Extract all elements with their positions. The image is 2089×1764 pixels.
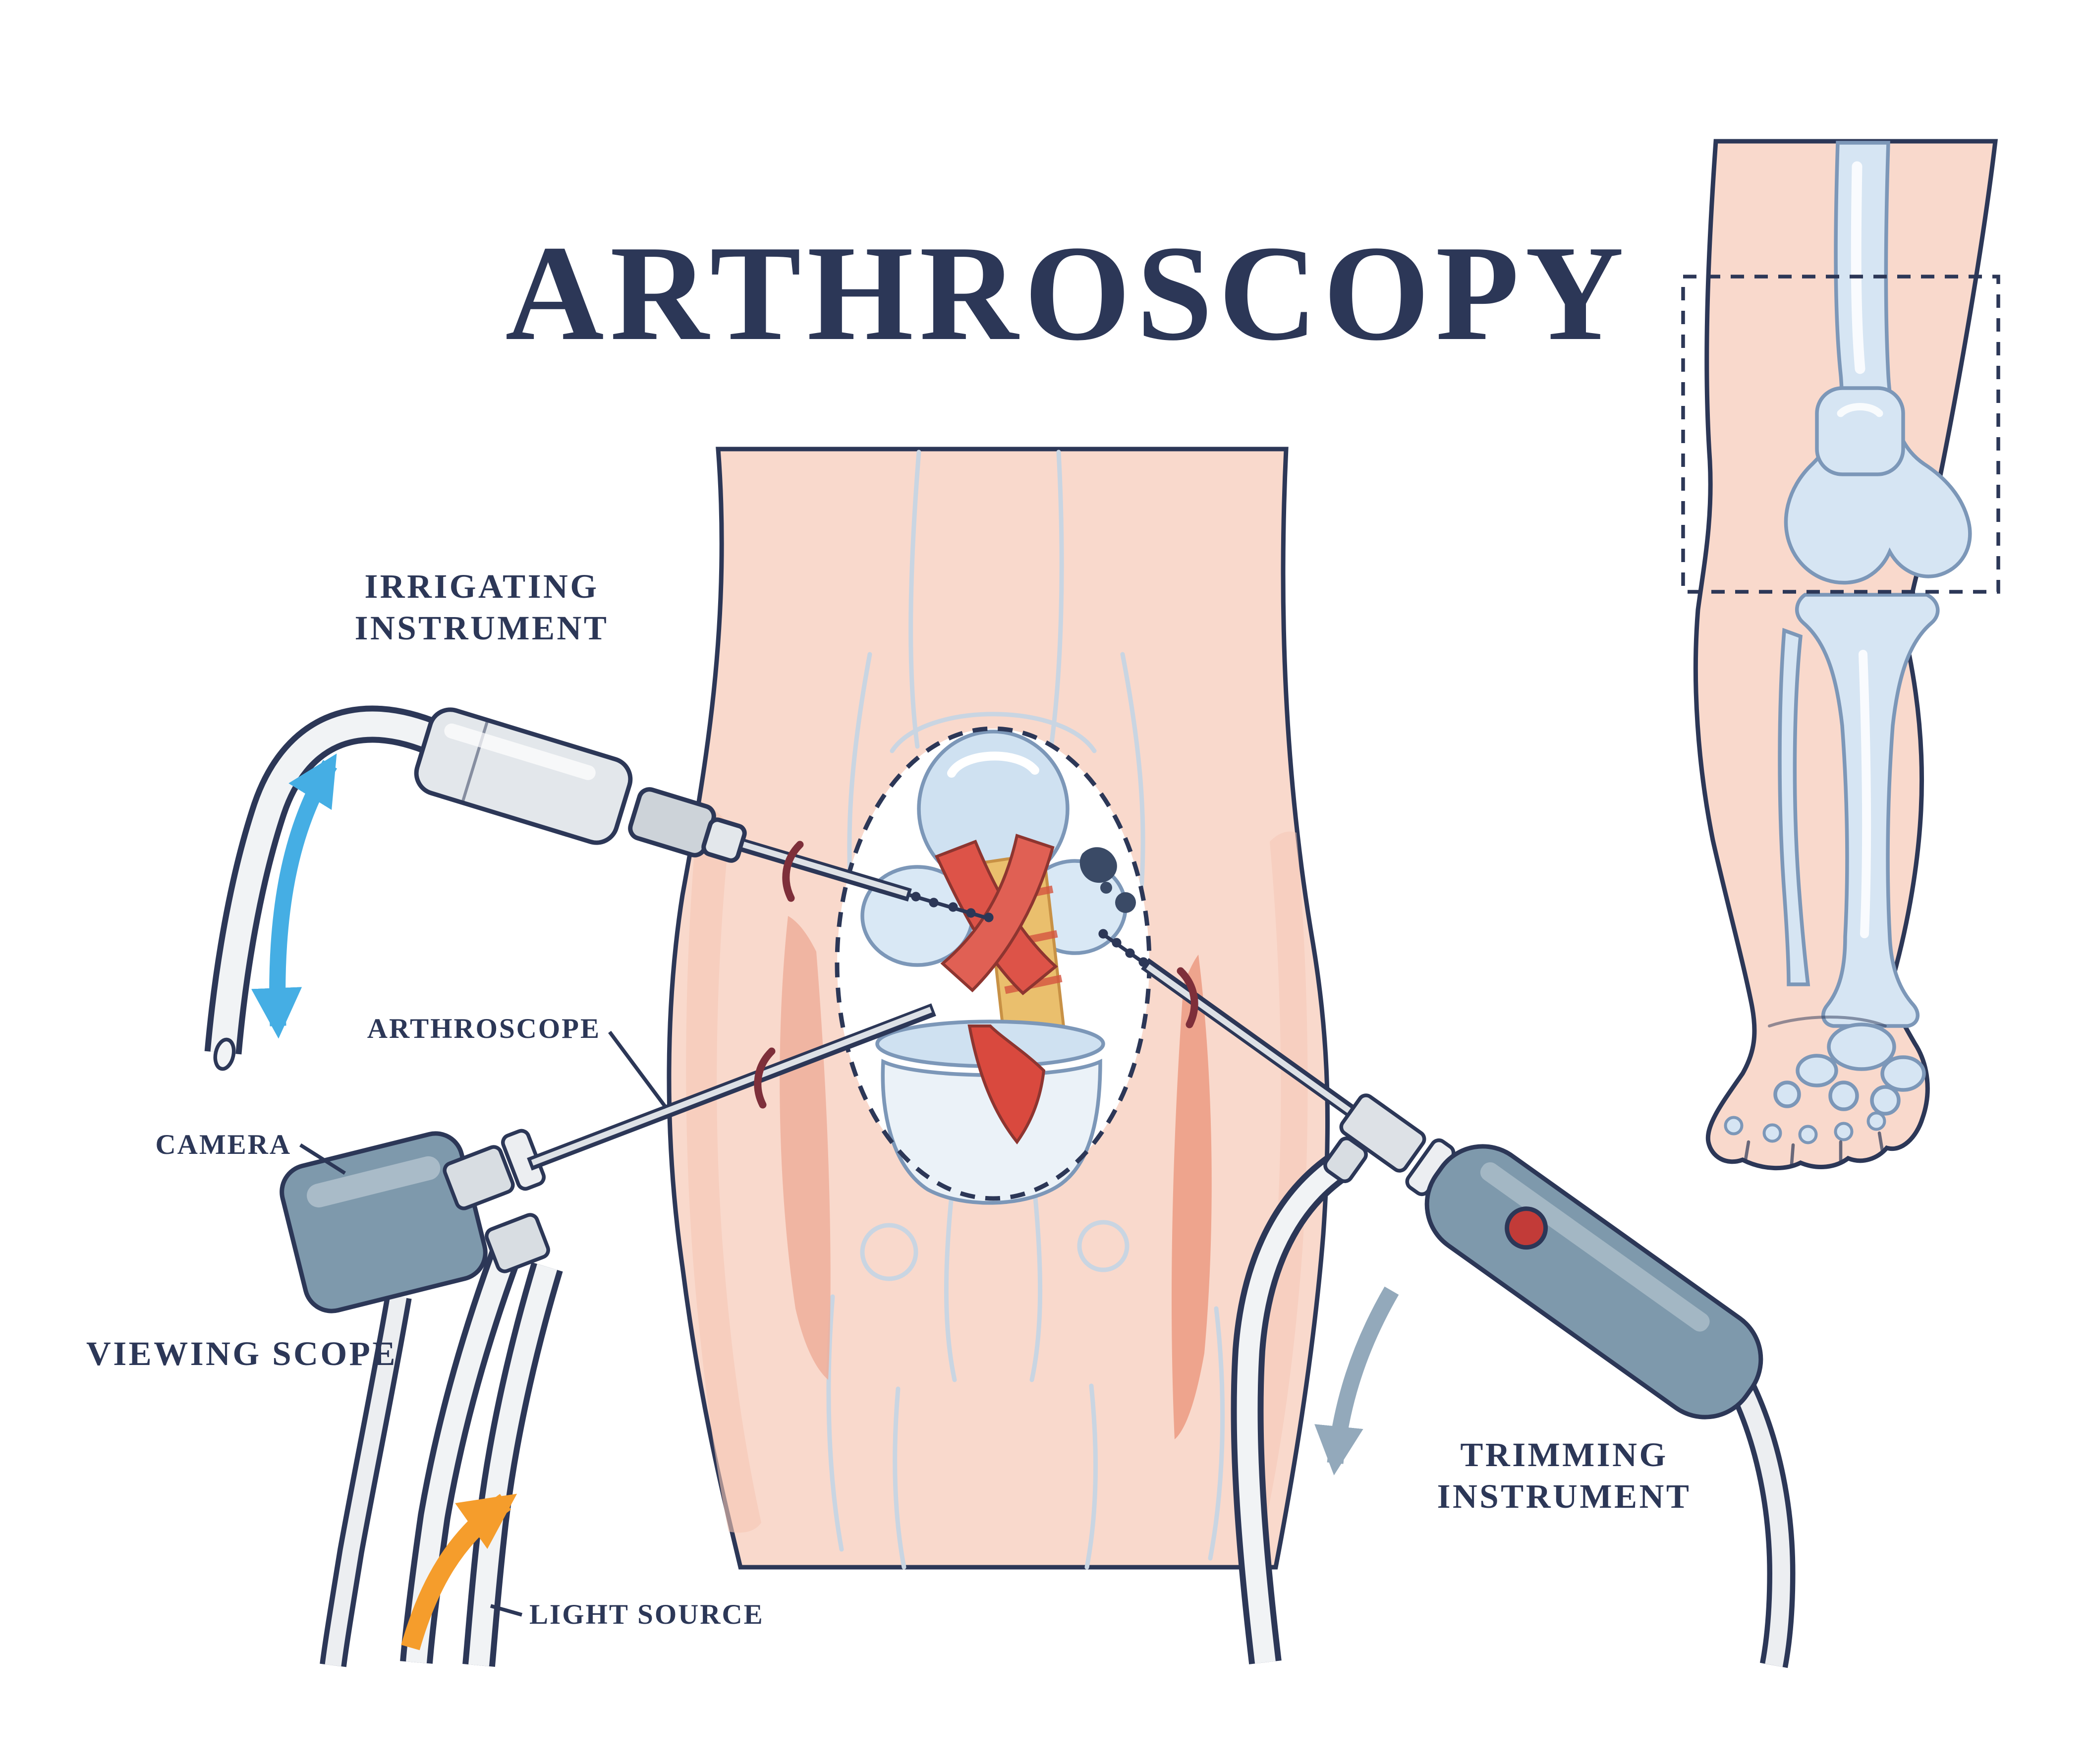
label-arthroscope: ARTHROSCOPE <box>367 1013 601 1044</box>
trimmer-coupler <box>1339 1093 1426 1173</box>
scope-coupler <box>443 1145 515 1210</box>
cruciate-ligament-b <box>940 834 1055 993</box>
tube-open-end <box>213 1037 236 1071</box>
loose-fragments <box>1079 847 1136 913</box>
label-viewing-scope: VIEWING SCOPE <box>86 1335 397 1372</box>
skin-shadow-right <box>1240 831 1308 1518</box>
irrigating-instrument <box>204 705 994 1071</box>
page-title: ARTHROSCOPY <box>505 217 1630 369</box>
handpiece-collar <box>701 817 747 863</box>
tarsal-bone <box>1870 1085 1901 1116</box>
knee-roi-dashed-rectangle <box>1681 275 2000 594</box>
trimmer-button <box>1505 1206 1548 1250</box>
toe-bones <box>1724 1111 1886 1144</box>
incision-mark <box>1177 967 1198 1028</box>
camera-body <box>280 1131 488 1313</box>
light-post-connector <box>485 1213 550 1273</box>
arthroscope-label-line <box>608 1030 668 1109</box>
muscle-strip-left <box>780 916 831 1380</box>
flow-arrow-blue <box>251 753 338 1039</box>
incision-mark <box>754 1047 776 1109</box>
talus-bone <box>1827 1023 1896 1071</box>
knee-illustration <box>667 447 1330 1570</box>
inset-bone-highlights <box>1837 161 1883 938</box>
viewing-scope <box>280 1003 936 1667</box>
irrigating-tip-perforated <box>909 892 994 922</box>
light-arrow-orange <box>401 1493 517 1650</box>
skin-shadow-left <box>686 803 761 1533</box>
navicular-bone <box>1796 1054 1838 1087</box>
labels: IRRIGATING INSTRUMENT ARTHROSCOPE CAMERA… <box>86 568 1692 1630</box>
trimming-instrument <box>1098 929 1796 1668</box>
meniscus-flap <box>967 1024 1046 1144</box>
inset-skin-creases <box>1744 1016 1887 1166</box>
label-trimming-line1: TRIMMING <box>1460 1436 1668 1474</box>
label-camera: CAMERA <box>156 1129 291 1160</box>
label-light-source: LIGHT SOURCE <box>529 1599 764 1630</box>
muscle-strip-right <box>1172 955 1212 1439</box>
incision-mark <box>782 841 804 902</box>
label-irrigating-line1: IRRIGATING <box>364 568 599 605</box>
incision-marks <box>754 841 1198 1109</box>
label-trimming-line2: INSTRUMENT <box>1437 1478 1692 1515</box>
trimming-handpiece <box>1424 1144 1763 1420</box>
patella-bone <box>1815 386 1905 476</box>
motion-arrow-grey <box>1314 1286 1399 1476</box>
tarsal-bone <box>1828 1081 1859 1111</box>
inset-leg <box>1681 139 2000 1171</box>
light-source-label-line <box>490 1604 523 1617</box>
shaver-tip <box>1098 929 1148 967</box>
tarsal-bone <box>1773 1081 1801 1108</box>
cuboid-bone <box>1880 1055 1926 1092</box>
irrigating-handpiece <box>414 707 633 845</box>
label-lines <box>299 1030 668 1617</box>
label-irrigating-line2: INSTRUMENT <box>355 609 609 647</box>
patella-highlight <box>947 751 1039 778</box>
camera-label-line <box>299 1143 346 1175</box>
fibula-bone <box>1778 627 1810 986</box>
